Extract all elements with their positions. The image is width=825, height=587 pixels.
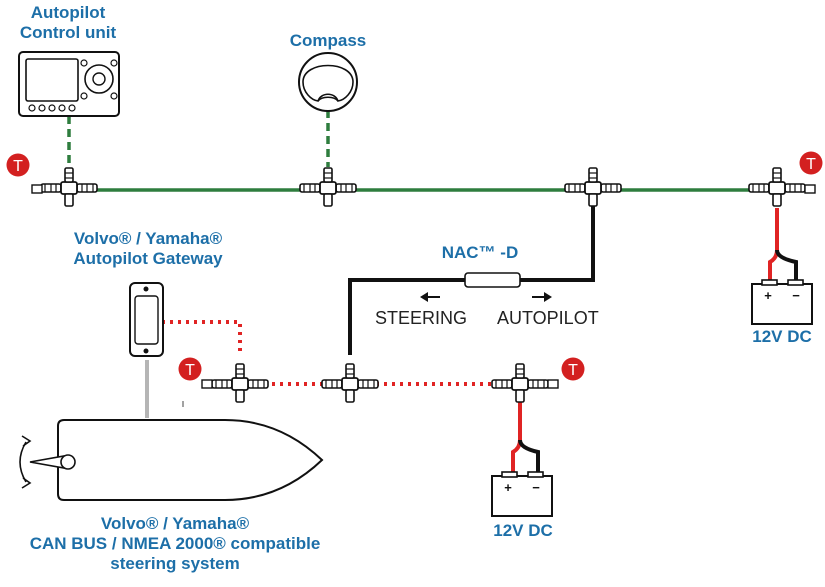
battery-minus-label: − [792, 288, 800, 303]
autopilot-gateway [129, 282, 164, 357]
battery-plus-label: + [764, 288, 772, 303]
steering-label: STEERING [375, 308, 468, 328]
power-cable-black-right [775, 249, 798, 285]
terminator-top-left: T [6, 153, 30, 177]
t-connector [321, 363, 379, 403]
battery-minus-label: − [532, 480, 540, 495]
end-cap [804, 184, 816, 194]
autopilot-direction-label: AUTOPILOT [497, 308, 599, 328]
terminator-label: T [568, 362, 578, 379]
terminator-bottom-right: T [561, 357, 585, 381]
t-connector [211, 363, 269, 403]
label-line: steering system [110, 554, 240, 573]
power-cable-red-bottom [511, 400, 522, 477]
terminator-top-right: T [799, 151, 823, 175]
compass-label: Compass [289, 31, 367, 50]
end-cap [201, 379, 213, 389]
label-line: Autopilot [30, 3, 106, 22]
autopilot-control-unit [18, 51, 120, 117]
boat-steering-system [19, 401, 324, 501]
steering-system-label: Volvo® / Yamaha® CAN BUS / NMEA 2000® co… [25, 514, 325, 574]
nac-d-cable-sleeve [464, 272, 521, 288]
power-right-label: 12V DC [752, 327, 812, 346]
gateway-label: Volvo® / Yamaha® Autopilot Gateway [63, 229, 233, 269]
power-cable-black-bottom [518, 439, 540, 477]
label-line: Autopilot Gateway [73, 249, 223, 268]
battery-right: + − [751, 279, 813, 325]
end-cap [31, 184, 43, 194]
power-bottom-label: 12V DC [493, 521, 553, 540]
end-cap [547, 379, 559, 389]
t-connector [299, 167, 357, 207]
nac-d-label: NAC™ -D [441, 243, 519, 262]
gateway-drop-cable [162, 320, 242, 355]
t-connector [491, 363, 549, 403]
terminator-label: T [185, 362, 195, 379]
t-connector [748, 167, 806, 207]
t-connector [40, 167, 98, 207]
battery-bottom: + − [491, 471, 553, 517]
label-line: Volvo® / Yamaha® [73, 229, 223, 248]
label-line: Control unit [19, 23, 117, 42]
terminator-label: T [806, 156, 816, 173]
autopilot-control-unit-label: Autopilot Control unit [18, 3, 118, 43]
terminator-bottom-left: T [178, 357, 202, 381]
terminator-label: T [13, 158, 23, 175]
label-line: CAN BUS / NMEA 2000® compatible [29, 534, 321, 553]
nac-d-cable [348, 206, 595, 355]
autopilot-arrow-icon [532, 292, 552, 302]
label-line: Volvo® / Yamaha® [100, 514, 250, 533]
power-cable-red-right [768, 208, 779, 285]
battery-plus-label: + [504, 480, 512, 495]
t-connector [564, 167, 622, 207]
steering-arrow-icon [420, 292, 440, 302]
compass-device [298, 52, 358, 112]
